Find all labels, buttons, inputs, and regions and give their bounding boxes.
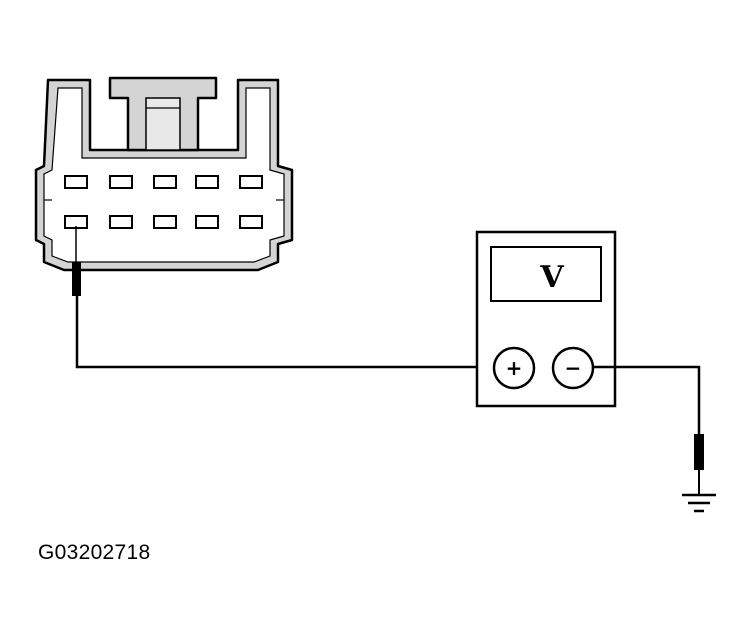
pin-cavity [195,215,219,229]
voltmeter-unit-label: V [539,260,564,295]
voltmeter-display [490,246,602,302]
positive-terminal [492,346,536,390]
pin-cavity [64,175,88,189]
connector [34,76,294,272]
probe-tip [72,262,81,296]
probe-tip [694,434,704,470]
figure-id: G03202718 [38,541,151,564]
negative-terminal-sign: − [565,356,582,380]
positive-probe [72,226,81,296]
connector-latch-inner [145,97,181,151]
ground-probe [694,434,704,494]
pin-cavity [195,175,219,189]
connector-row-1 [64,175,263,189]
pin-cavity [153,215,177,229]
pin-cavity [109,215,133,229]
pin-cavity [239,175,263,189]
voltmeter: V + − [475,230,617,408]
negative-lead-wire [593,365,701,436]
ground-icon [682,493,716,513]
pin-cavity [109,175,133,189]
positive-terminal-sign: + [506,356,523,380]
pin-cavity [153,175,177,189]
pin-cavity [239,215,263,229]
positive-lead-wire [75,296,494,369]
